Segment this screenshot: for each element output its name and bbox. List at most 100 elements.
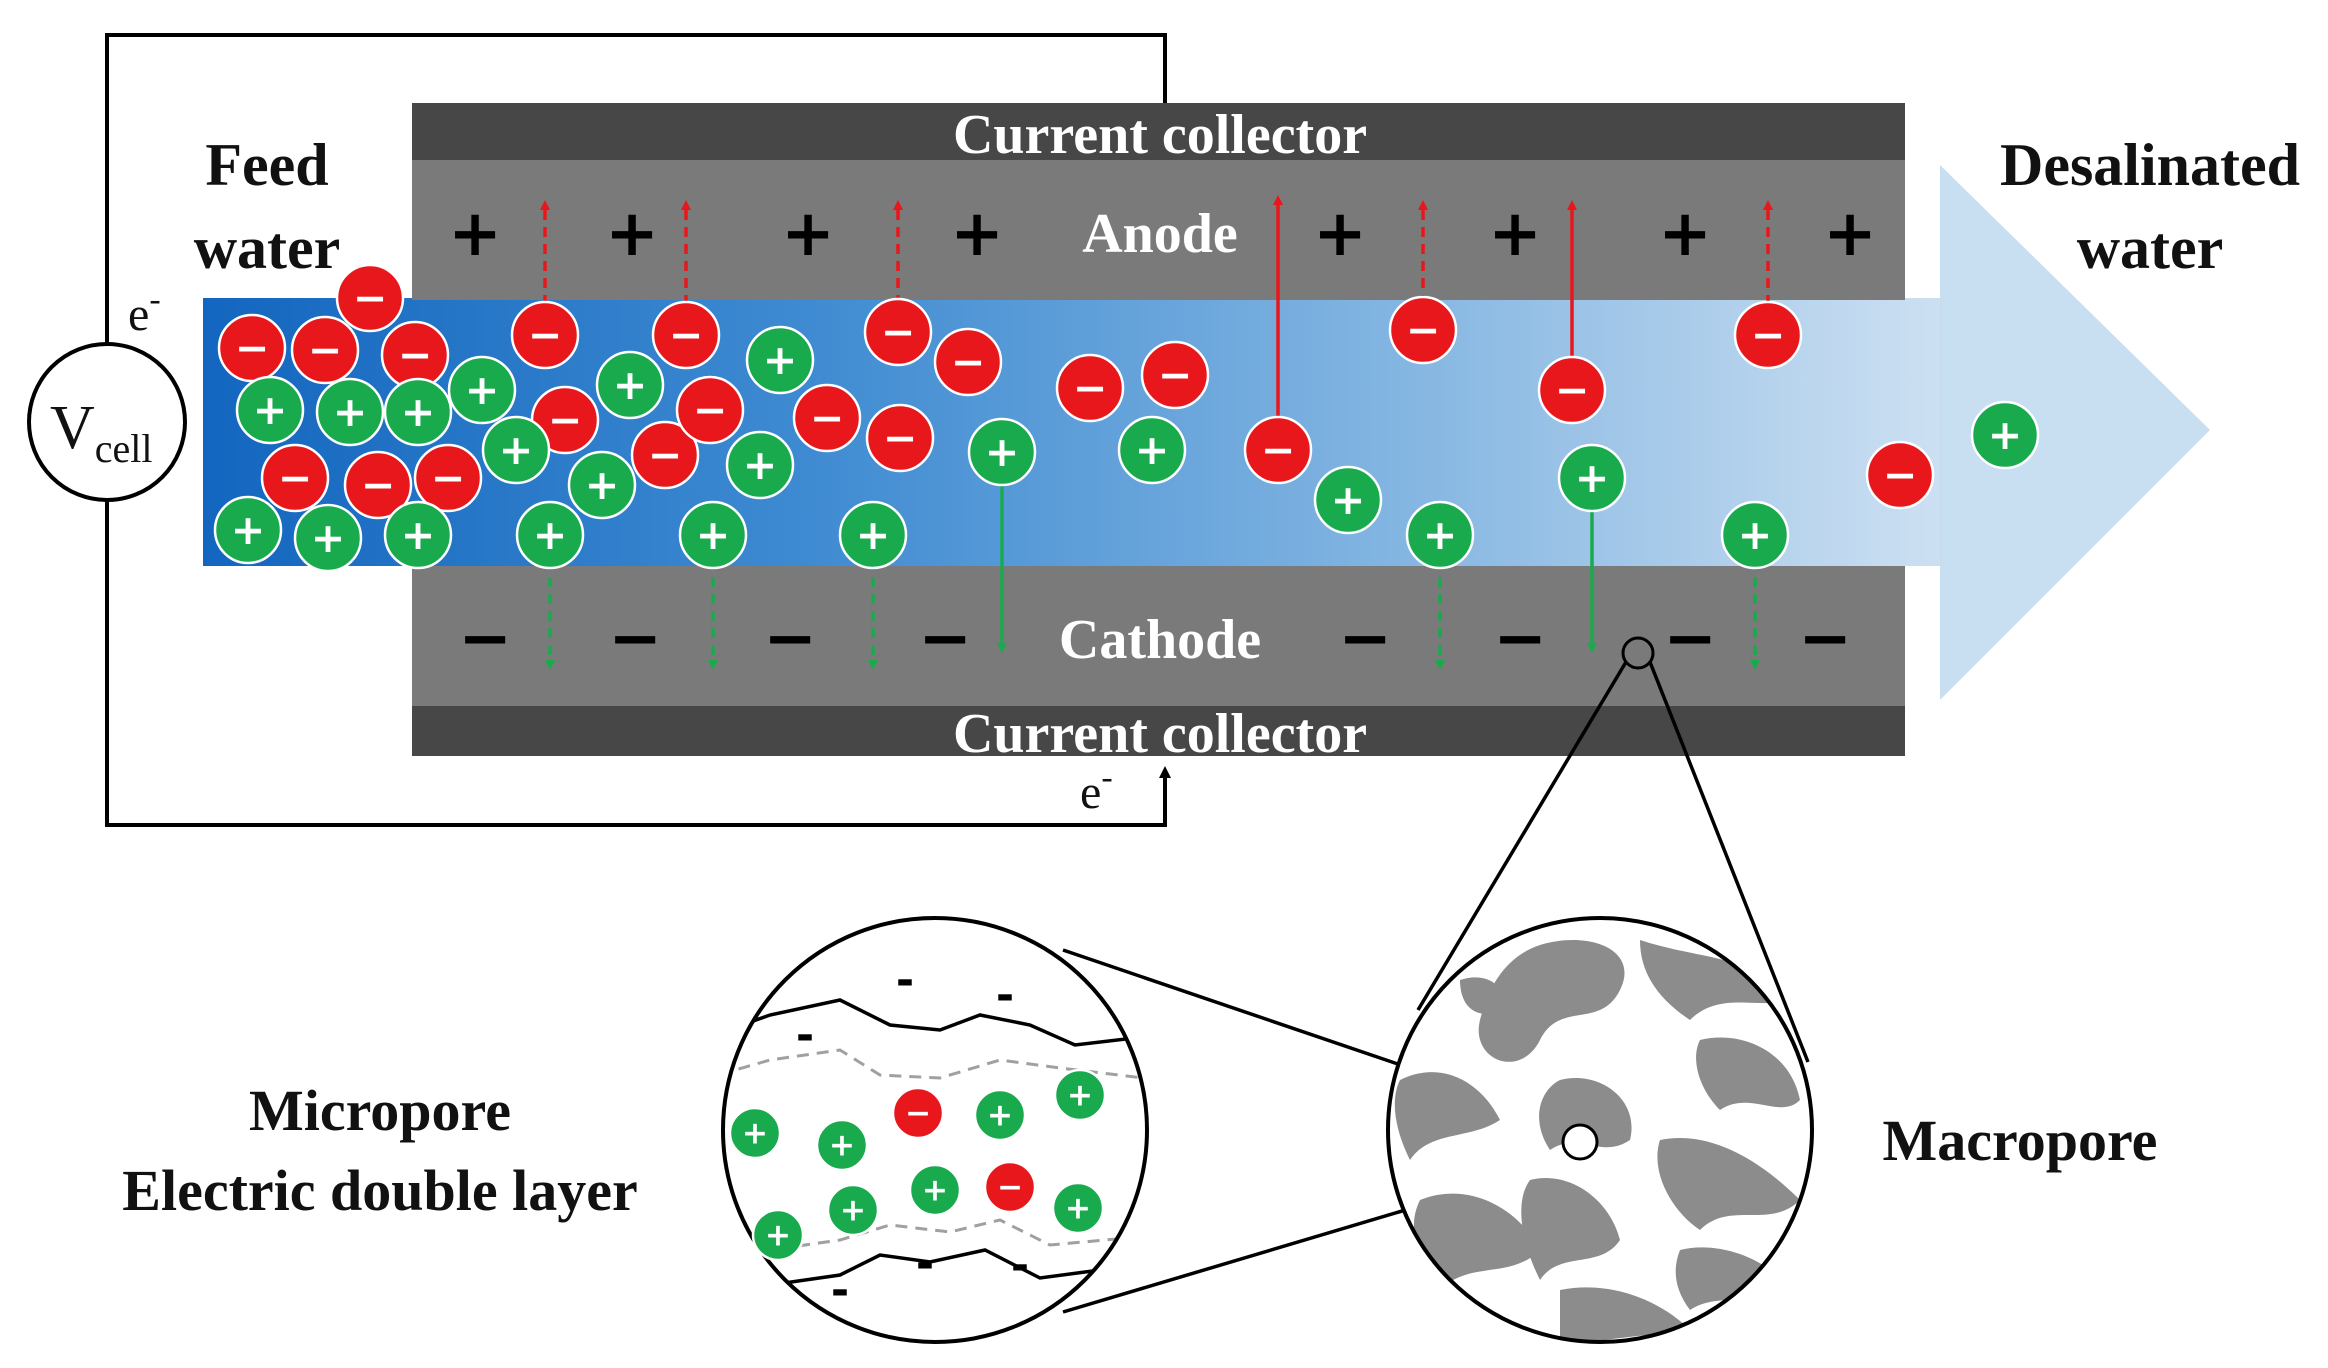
cation-ion: + [1117,415,1187,485]
current-collector-bottom [412,706,1905,756]
electron-label-bottom: e- [1080,759,1113,819]
cation-ion: + [515,500,585,570]
micropore-cation: + [973,1088,1027,1142]
cation-ion: + [315,377,385,447]
svg-text:−: − [353,274,388,322]
micropore-anion: − [891,1086,945,1140]
anion-ion: − [413,443,483,513]
svg-text:+: + [1423,511,1458,559]
svg-text:+: + [765,1218,791,1254]
ion-migration-arrows [540,195,1773,670]
anion-ion: − [260,443,330,513]
cation-ion: + [967,417,1037,487]
micropore-label-line2: Electric double layer [122,1158,637,1223]
svg-text:−: − [528,311,563,359]
svg-text:+: + [401,511,436,559]
feed-water-label-line2: water [194,215,341,281]
anion-ion: − [675,375,745,445]
anion-ion: − [1537,355,1607,425]
micropore-cation: + [751,1208,805,1262]
svg-text:−: − [548,396,583,444]
svg-text:−: − [308,326,343,374]
cation-ion: + [838,500,908,570]
cation-ion: + [595,350,665,420]
current-collector-bottom-label: Current collector [953,703,1367,765]
cation-ion: + [213,495,283,565]
macropore-zoom-circle [1386,916,1814,1344]
svg-text:−: − [235,324,270,372]
cathode-minus-symbol: − [1338,602,1392,676]
svg-text:−: − [278,454,313,502]
anion-ion: − [863,297,933,367]
svg-text:−: − [905,1096,931,1132]
cation-ion: + [235,375,305,445]
anion-ion: − [335,263,405,333]
micropore-ions: ++++++++−−------ [728,955,1107,1316]
cation-ion: + [1720,500,1790,570]
micropore-anion: − [983,1160,1037,1214]
surface-charge-symbol: - [896,955,914,1006]
svg-text:+: + [696,511,731,559]
anion-ion: − [530,385,600,455]
svg-text:+: + [401,388,436,436]
svg-text:−: − [951,338,986,386]
svg-text:−: − [1261,426,1296,474]
svg-text:−: − [883,414,918,462]
svg-text:−: − [1751,311,1786,359]
micropore-cation: + [908,1163,962,1217]
svg-text:+: + [499,426,534,474]
anion-ion: − [290,315,360,385]
cation-ion: + [1970,400,2040,470]
current-collector-top [412,103,1905,160]
macropore-label: Macropore [1883,1108,2158,1173]
cation-ion: + [481,415,551,485]
cation-ion: + [745,325,815,395]
anion-ion: − [217,313,287,383]
micropore-cation: + [815,1118,869,1172]
cation-ion: + [678,500,748,570]
anion-ion: − [1243,415,1313,485]
svg-text:+: + [1988,411,2023,459]
svg-text:−: − [810,394,845,442]
anode-plus-symbol: + [950,197,1004,271]
vcell-label: Vcell [50,394,153,471]
cation-ion: + [383,377,453,447]
surface-charge-symbol: - [1011,1240,1029,1291]
anode-plus-symbol: + [1658,197,1712,271]
svg-text:+: + [253,386,288,434]
svg-text:+: + [987,1098,1013,1134]
anion-ion: − [1140,340,1210,410]
svg-text:−: − [881,308,916,356]
surface-charge-symbol: - [996,970,1014,1021]
svg-text:−: − [398,331,433,379]
svg-text:+: + [985,428,1020,476]
surface-charge-symbol: - [916,1238,934,1289]
cathode-minus-symbol: − [608,602,662,676]
anode-plus-symbol: + [605,197,659,271]
micropore-cation: + [728,1106,782,1160]
electrode-charge-symbols: ++++++++−−−−−−−− [448,197,1877,676]
svg-text:+: + [1331,476,1366,524]
anode-label: Anode [1082,203,1238,265]
anion-ion: − [1733,300,1803,370]
svg-text:−: − [361,461,396,509]
svg-text:+: + [465,366,500,414]
anion-ion: − [933,327,1003,397]
cathode-minus-symbol: − [918,602,972,676]
cation-ion: + [383,500,453,570]
svg-text:−: − [693,386,728,434]
anion-ion: − [510,300,580,370]
svg-text:+: + [1067,1078,1093,1114]
svg-text:+: + [840,1193,866,1229]
svg-text:+: + [743,441,778,489]
svg-text:−: − [997,1170,1023,1206]
svg-text:−: − [1406,306,1441,354]
anion-ion: − [343,450,413,520]
surface-charge-symbol: - [831,1265,849,1316]
svg-text:+: + [533,511,568,559]
micropore-cation: + [1051,1181,1105,1235]
cathode [412,566,1905,706]
cathode-minus-symbol: − [1493,602,1547,676]
cathode-minus-symbol: − [1663,602,1717,676]
electron-label-top: e- [128,281,161,341]
